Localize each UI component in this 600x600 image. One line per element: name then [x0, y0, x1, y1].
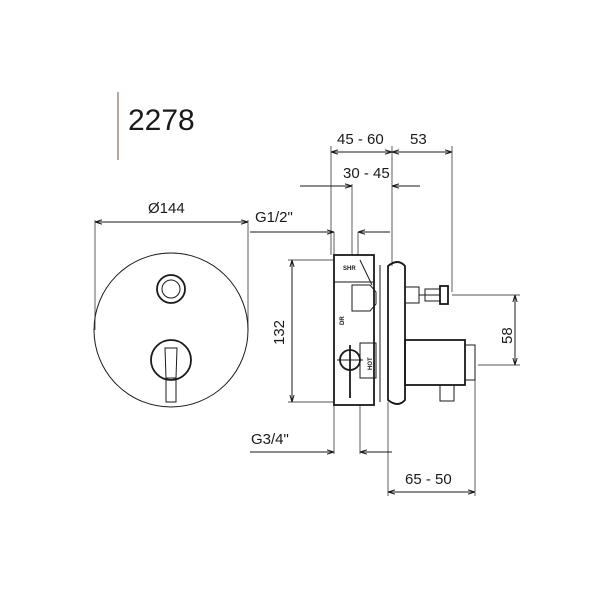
- dim-depth-a: 45 - 60: [337, 131, 384, 148]
- dim-depth-d: 65 - 50: [405, 471, 452, 488]
- dim-diameter: Ø144: [148, 200, 185, 217]
- model-number: 2278: [128, 104, 195, 137]
- button-inner: [161, 279, 181, 299]
- dim-depth-b: 53: [410, 131, 427, 148]
- side-view: SHR DR HOT 132 G1/2": [250, 131, 520, 496]
- handle-lever: [164, 347, 178, 379]
- dim-thread-bottom: G3/4": [251, 431, 289, 448]
- label-hot: HOT: [368, 357, 374, 370]
- upper-cartridge: [404, 286, 420, 304]
- label-shr: SHR: [343, 266, 356, 272]
- handle-hub: [150, 339, 192, 381]
- dim-depth-c: 30 - 45: [343, 165, 390, 182]
- upper-knob: [439, 285, 449, 305]
- upper-outlet: [351, 284, 377, 312]
- dim-thread-top: G1/2": [255, 209, 293, 226]
- upper-connector: [359, 259, 373, 286]
- front-view: Ø144: [93, 200, 249, 408]
- dim-offset: 58: [499, 327, 516, 344]
- wall-plate: [387, 261, 406, 405]
- handle-stem: [165, 378, 177, 403]
- valve-body: [333, 254, 375, 406]
- lower-stem: [439, 384, 455, 402]
- lower-cap: [464, 344, 476, 381]
- cover-plate: [93, 252, 249, 408]
- label-dr: DR: [340, 316, 346, 325]
- dim-height: 132: [271, 320, 288, 345]
- inlet-fitting: [359, 342, 377, 379]
- lower-cartridge: [404, 339, 466, 386]
- button-outer: [156, 274, 186, 304]
